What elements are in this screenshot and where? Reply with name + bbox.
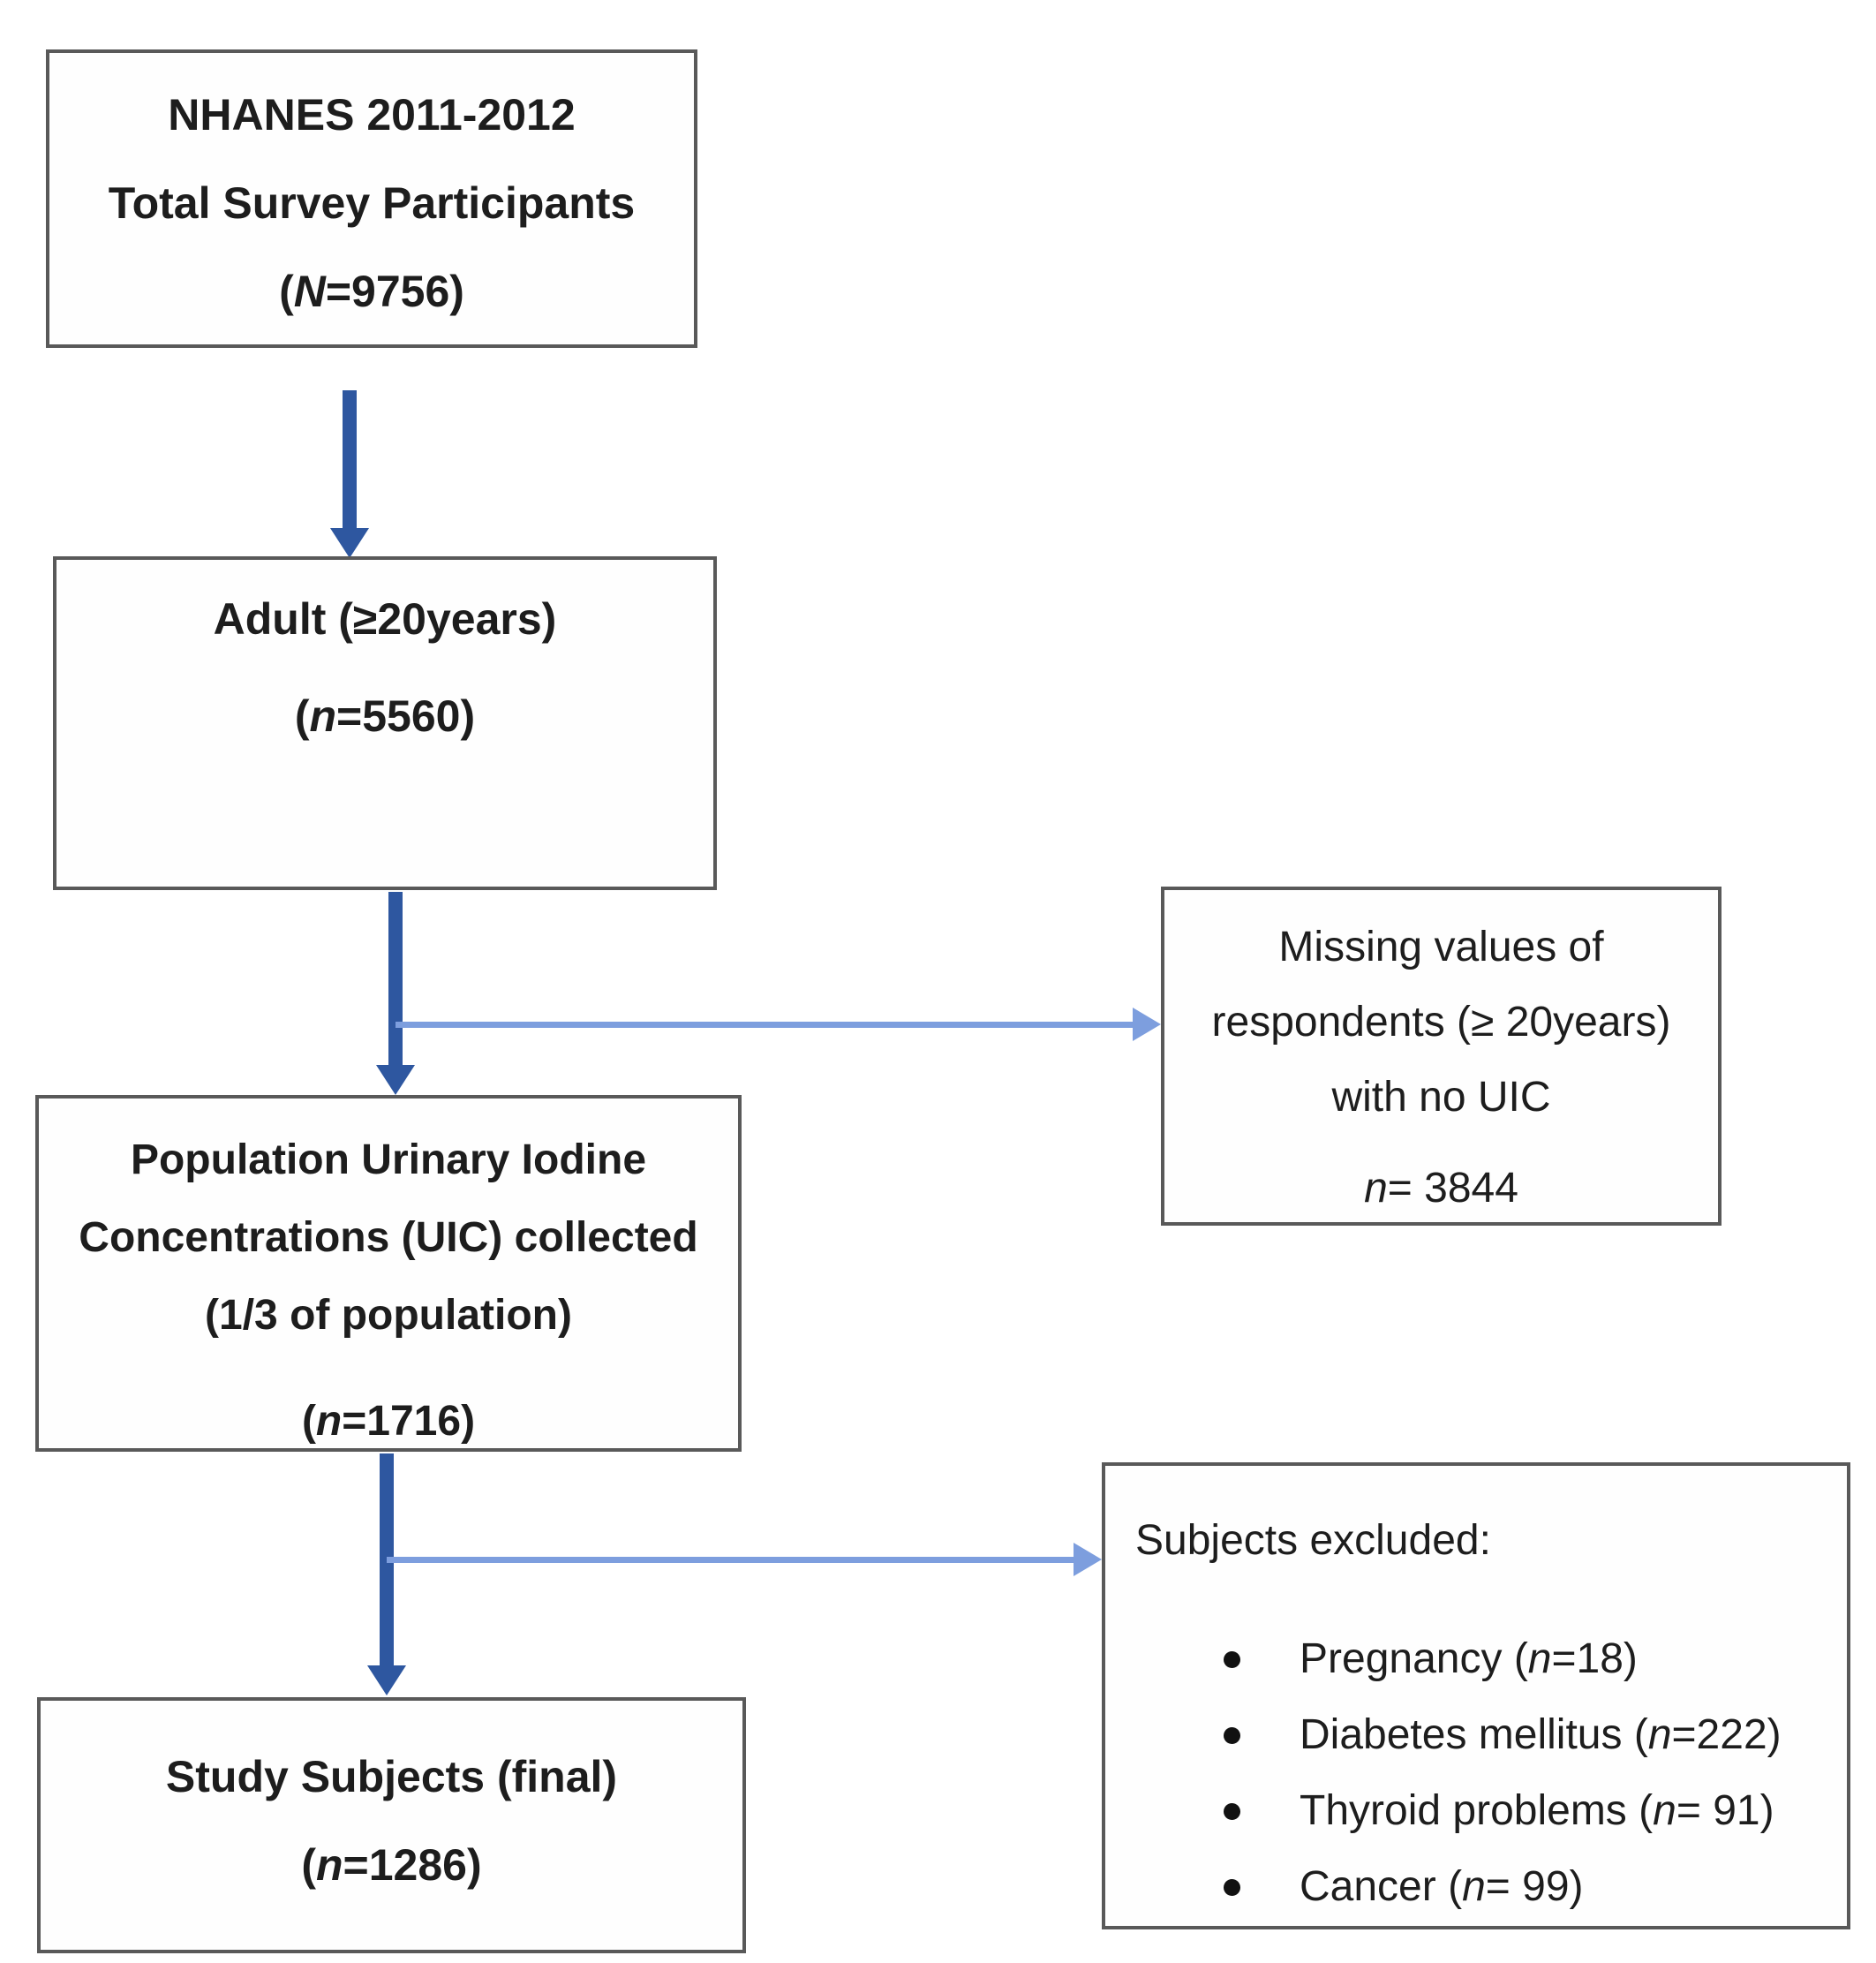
box-total-participants: NHANES 2011-2012 Total Survey Participan… — [46, 49, 697, 348]
box-line: Missing values of — [1278, 924, 1604, 970]
count-variable: n — [315, 1398, 343, 1445]
box-uic-collected: Population Urinary Iodine Concentrations… — [35, 1095, 742, 1452]
arrowhead-down-icon — [376, 1065, 415, 1095]
list-item: Thyroid problems (n= 91) — [1105, 1773, 1847, 1849]
right-arrow-to-missing-values — [396, 1008, 1161, 1041]
excluded-header: Subjects excluded: — [1135, 1517, 1491, 1564]
count-variable: n — [316, 1840, 343, 1890]
arrow-shaft — [387, 1556, 1074, 1563]
excluded-list: Pregnancy (n=18) Diabetes mellitus (n=22… — [1105, 1621, 1847, 1925]
participant-count: (n=1286) — [41, 1821, 742, 1909]
count-suffix: =9756) — [325, 267, 464, 316]
count-variable: n — [1527, 1635, 1552, 1682]
item-suffix: =222) — [1671, 1711, 1782, 1758]
box-subjects-excluded: Subjects excluded: Pregnancy (n=18) Diab… — [1102, 1462, 1850, 1929]
box-line: Adult (≥20years) — [213, 594, 557, 644]
box-line: Study Subjects (final) — [165, 1752, 618, 1801]
item-prefix: Cancer ( — [1300, 1863, 1463, 1910]
box-adults: Adult (≥20years) (n=5560) — [53, 556, 717, 890]
box-line: with no UIC — [1331, 1074, 1551, 1121]
count-suffix: = 3844 — [1387, 1165, 1518, 1212]
down-arrow-total-to-adult — [330, 390, 369, 558]
participant-count: (n=5560) — [57, 668, 713, 765]
item-suffix: = 91) — [1676, 1787, 1774, 1834]
arrowhead-down-icon — [330, 528, 369, 558]
count-variable: n — [1653, 1787, 1676, 1834]
count-prefix: ( — [294, 691, 310, 741]
count-prefix: ( — [279, 267, 294, 316]
item-prefix: Diabetes mellitus ( — [1300, 1711, 1648, 1758]
participant-count: (N=9756) — [49, 247, 694, 336]
list-item: Diabetes mellitus (n=222) — [1105, 1697, 1847, 1773]
participant-count: n= 3844 — [1164, 1151, 1718, 1226]
box-line: respondents (≥ 20years) — [1211, 999, 1671, 1046]
box-line: Total Survey Participants — [108, 178, 636, 228]
box-study-subjects-final: Study Subjects (final) (n=1286) — [37, 1697, 746, 1953]
list-item: Cancer (n= 99) — [1105, 1849, 1847, 1925]
item-prefix: Thyroid problems ( — [1300, 1787, 1654, 1834]
item-prefix: Pregnancy ( — [1300, 1635, 1528, 1682]
count-prefix: ( — [301, 1840, 316, 1890]
count-variable: n — [1647, 1711, 1672, 1758]
arrow-shaft — [343, 390, 357, 528]
item-suffix: = 99) — [1485, 1863, 1584, 1910]
arrowhead-right-icon — [1133, 1008, 1161, 1041]
box-line: Concentrations (UIC) collected — [79, 1214, 698, 1261]
count-suffix: =1286) — [343, 1840, 482, 1890]
count-variable: n — [1462, 1863, 1486, 1910]
count-prefix: ( — [301, 1398, 316, 1445]
count-variable: N — [293, 267, 326, 316]
count-variable: n — [1364, 1165, 1388, 1212]
box-missing-values: Missing values of respondents (≥ 20years… — [1161, 887, 1722, 1226]
count-variable: n — [309, 691, 337, 741]
down-arrow-adult-to-uic — [376, 892, 415, 1095]
arrowhead-right-icon — [1074, 1543, 1102, 1576]
list-item: Pregnancy (n=18) — [1105, 1621, 1847, 1697]
box-line: NHANES 2011-2012 — [168, 90, 576, 140]
box-line: (1/3 of population) — [205, 1292, 572, 1339]
right-arrow-to-excluded — [387, 1543, 1102, 1576]
participant-count: (n=1716) — [39, 1383, 738, 1461]
count-suffix: =5560) — [336, 691, 476, 741]
item-suffix: =18) — [1551, 1635, 1638, 1682]
box-line: Population Urinary Iodine — [130, 1136, 647, 1183]
count-suffix: =1716) — [342, 1398, 476, 1445]
arrowhead-down-icon — [367, 1665, 406, 1695]
arrow-shaft — [396, 1021, 1133, 1028]
